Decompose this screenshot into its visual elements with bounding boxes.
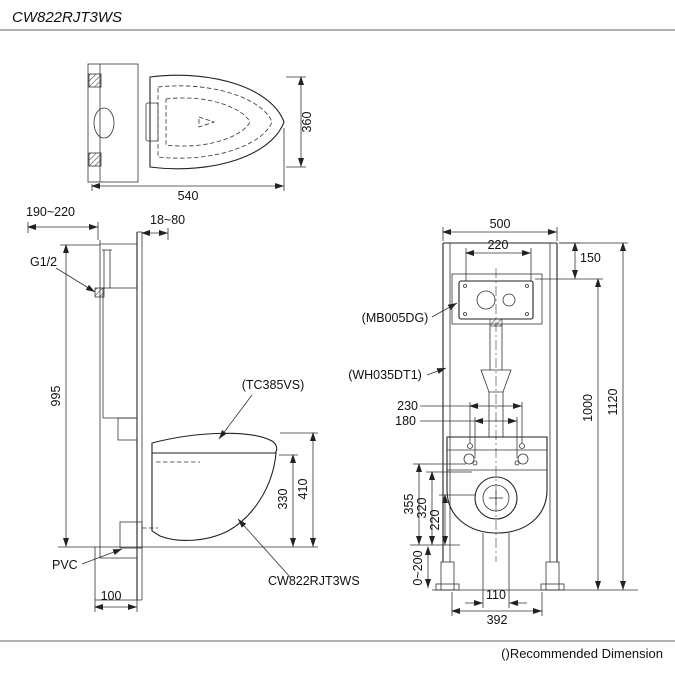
top-view: 360 540 <box>87 63 314 203</box>
label-drain-material: PVC <box>52 548 123 572</box>
seat-lid-profile <box>151 432 278 454</box>
frame-leg-right <box>545 561 560 591</box>
dim-label-18-80: 18~80 <box>150 213 185 227</box>
dim-bolt-span-230: 230 <box>397 399 523 443</box>
rim-plan-dashed <box>165 97 251 147</box>
dim-label-355: 355 <box>402 494 416 515</box>
flush-elbow <box>117 417 138 441</box>
dim-label-220-panel: 220 <box>488 238 509 252</box>
dim-frame-height-1120: 1120 <box>559 242 628 590</box>
foot-plate-right <box>540 583 565 591</box>
bolt-hole-outer-right <box>519 443 525 449</box>
dim-label-230: 230 <box>397 399 418 413</box>
dim-label-1000: 1000 <box>581 394 595 422</box>
dim-hole-heights: 355 320 220 <box>402 463 476 546</box>
flush-button-small <box>502 293 516 307</box>
dim-label-220-height: 220 <box>428 510 442 531</box>
dim-label-320: 320 <box>415 498 429 519</box>
drain-elbow <box>119 521 143 549</box>
dim-wall-range: 190~220 <box>26 205 99 240</box>
dim-label-1120: 1120 <box>606 389 620 416</box>
bolt-hole-inner-right <box>514 460 520 466</box>
label-cw822rjt3ws: CW822RJT3WS <box>268 574 360 588</box>
footer-note: ()Recommended Dimension <box>501 646 663 661</box>
flush-button-large <box>476 290 496 310</box>
dim-label-360: 360 <box>300 112 314 133</box>
dim-label-0-200: 0~200 <box>411 550 425 585</box>
front-view: 500 220 150 (MB005DG) (WH035DT1) <box>348 217 638 627</box>
label-panel-model: (MB005DG) <box>362 302 458 325</box>
side-view: 190~220 18~80 G1/2 995 (TC385VS) <box>26 205 360 612</box>
label-g12: G1/2 <box>30 255 57 269</box>
label-frame-model: (WH035DT1) <box>348 367 447 382</box>
hinge-plan <box>145 102 159 142</box>
bowl-plan-outline <box>149 74 285 170</box>
dim-label-180: 180 <box>395 414 416 428</box>
dim-panel-offset-150: 150 <box>535 242 603 280</box>
dim-label-410: 410 <box>296 479 310 500</box>
dim-label-540: 540 <box>178 189 199 203</box>
label-water-inlet: G1/2 <box>30 255 96 293</box>
drain-opening <box>474 476 518 520</box>
water-inlet-fitting <box>94 287 105 298</box>
dim-label-190-220: 190~220 <box>26 205 75 219</box>
label-pvc: PVC <box>52 558 78 572</box>
dim-adjust-range: 0~200 <box>411 546 431 588</box>
label-wh035dt1: (WH035DT1) <box>348 368 422 382</box>
stud-hatch-top <box>88 73 102 88</box>
cistern-side <box>102 287 138 419</box>
hinge-hole-left <box>463 453 475 465</box>
panel-connector <box>489 318 503 327</box>
dim-bolt-span-180: 180 <box>395 414 518 458</box>
dim-top-depth-360: 360 <box>286 76 314 168</box>
dim-label-392: 392 <box>487 613 508 627</box>
bowl-side-profile <box>151 452 277 541</box>
carrier-plan-outline <box>87 63 139 183</box>
label-tc385vs: (TC385VS) <box>242 378 305 392</box>
label-mb005dg: (MB005DG) <box>362 311 429 325</box>
dim-frame-width-500: 500 <box>442 217 558 241</box>
dim-outlet-span-110: 110 <box>465 588 527 608</box>
dim-label-330: 330 <box>276 489 290 510</box>
dim-seat-height-410: 410 <box>280 432 318 547</box>
dim-label-110: 110 <box>486 588 506 602</box>
label-bowl-model: CW822RJT3WS <box>237 518 360 588</box>
dim-inlet-height-995: 995 <box>49 244 100 547</box>
label-seat-model: (TC385VS) <box>218 378 305 440</box>
hinge-hole-right <box>517 453 529 465</box>
page-title: CW822RJT3WS <box>12 9 122 26</box>
bolt-hole-inner-left <box>472 460 478 466</box>
dim-panel-width-220: 220 <box>465 238 532 281</box>
dim-frame-depth-100: 100 <box>94 589 138 612</box>
dim-panel-height-1000: 1000 <box>581 278 601 590</box>
dim-rim-height-330: 330 <box>276 454 298 547</box>
frame-leg-left <box>440 561 455 591</box>
dim-finish-range: 18~80 <box>141 213 185 240</box>
footer-block: ()Recommended Dimension <box>0 640 675 661</box>
pipe-section <box>93 107 115 139</box>
seat-plan-dashed <box>157 85 273 159</box>
foot-plate-left <box>435 583 460 591</box>
dim-label-500: 500 <box>490 217 511 231</box>
dim-label-995: 995 <box>49 386 63 407</box>
dim-label-100: 100 <box>101 589 122 603</box>
stud-hatch-bottom <box>88 152 102 167</box>
dim-base-span-392: 392 <box>451 592 543 627</box>
bolt-hole-outer-left <box>467 443 473 449</box>
bowl-front-outline <box>446 436 548 534</box>
title-block: CW822RJT3WS <box>0 9 675 31</box>
dim-top-width-540: 540 <box>91 128 285 203</box>
dim-label-150: 150 <box>580 251 601 265</box>
water-spot <box>198 116 216 128</box>
